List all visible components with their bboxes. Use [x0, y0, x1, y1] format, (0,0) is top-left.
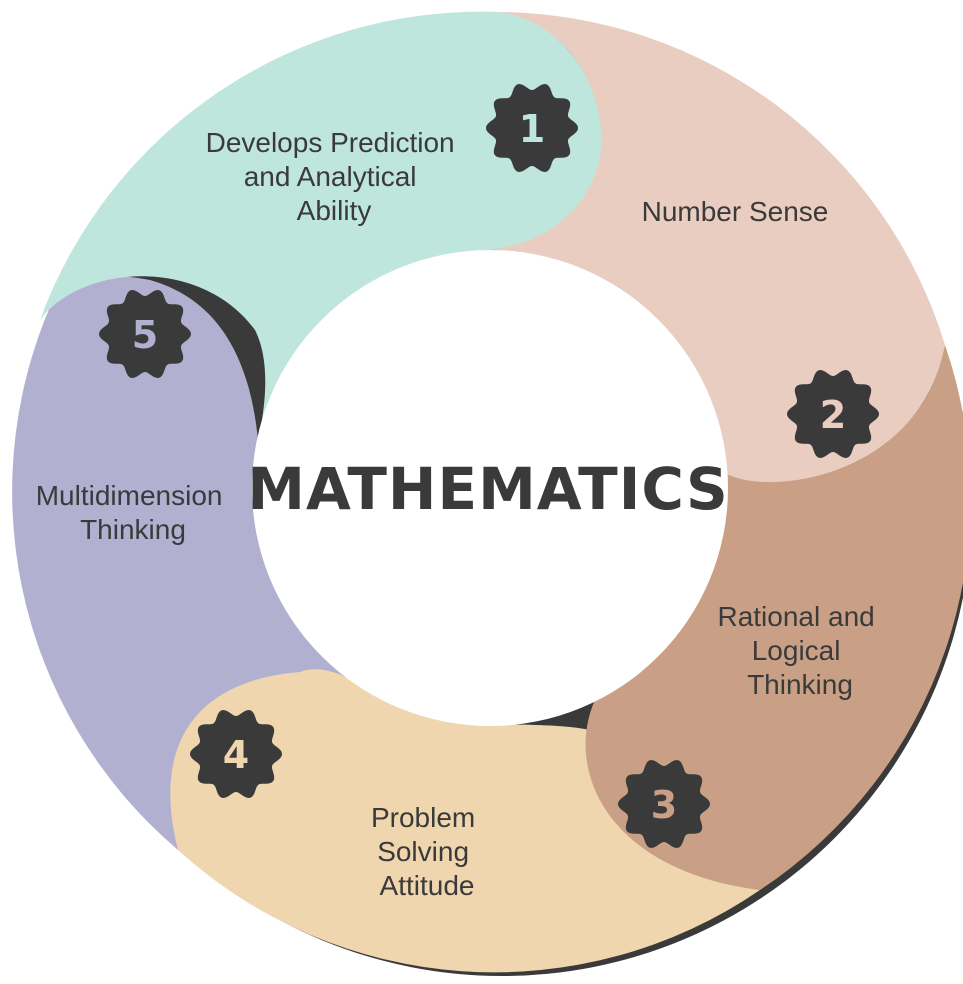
segment-1-label-line: Ability [297, 195, 372, 226]
segment-5-label-line: Thinking [80, 514, 186, 545]
badge-5: 5 [99, 290, 191, 378]
badge-5-number: 5 [132, 313, 158, 357]
badge-3-number: 3 [651, 783, 677, 827]
segment-4-label-line: Problem [371, 802, 475, 833]
segment-4-label: Problem Solving Attitude [371, 802, 483, 901]
seal-badge-icon [486, 84, 578, 172]
center-circle [252, 250, 728, 726]
segment-3-label-line: Logical [752, 635, 841, 666]
segment-3-label-line: Rational and [717, 601, 874, 632]
seal-badge-icon [618, 760, 710, 848]
badge-4: 4 [190, 710, 282, 798]
segment-4-label-line: Solving [377, 836, 469, 867]
segment-2-petal [490, 12, 945, 483]
badge-3: 3 [618, 760, 710, 848]
badge-1-number: 1 [519, 107, 545, 151]
center-title: MATHEMATICS [247, 455, 729, 523]
segment-4-label-line: Attitude [380, 870, 475, 901]
segment-2-label-line: Number Sense [642, 196, 829, 227]
badge-1: 1 [486, 84, 578, 172]
segment-1-label-line: Develops Prediction [206, 127, 455, 158]
badge-2-number: 2 [820, 393, 846, 437]
badge-2: 2 [787, 370, 879, 458]
seal-badge-icon [787, 370, 879, 458]
segment-5-label: Multidimension Thinking [36, 480, 231, 545]
seal-badge-icon [190, 710, 282, 798]
segment-3-label-line: Thinking [747, 669, 853, 700]
segment-3-petal [585, 345, 963, 890]
segment-1-label: Develops Prediction and Analytical Abili… [206, 127, 463, 226]
segment-5-label-line: Multidimension [36, 480, 223, 511]
segment-4-petal [170, 669, 761, 973]
segment-2-label: Number Sense [642, 196, 829, 227]
segment-1-label-line: and Analytical [244, 161, 417, 192]
segment-1-petal [40, 11, 602, 420]
segment-3-label: Rational and Logical Thinking [717, 601, 882, 700]
badge-4-number: 4 [223, 733, 249, 777]
seal-badge-icon [99, 290, 191, 378]
